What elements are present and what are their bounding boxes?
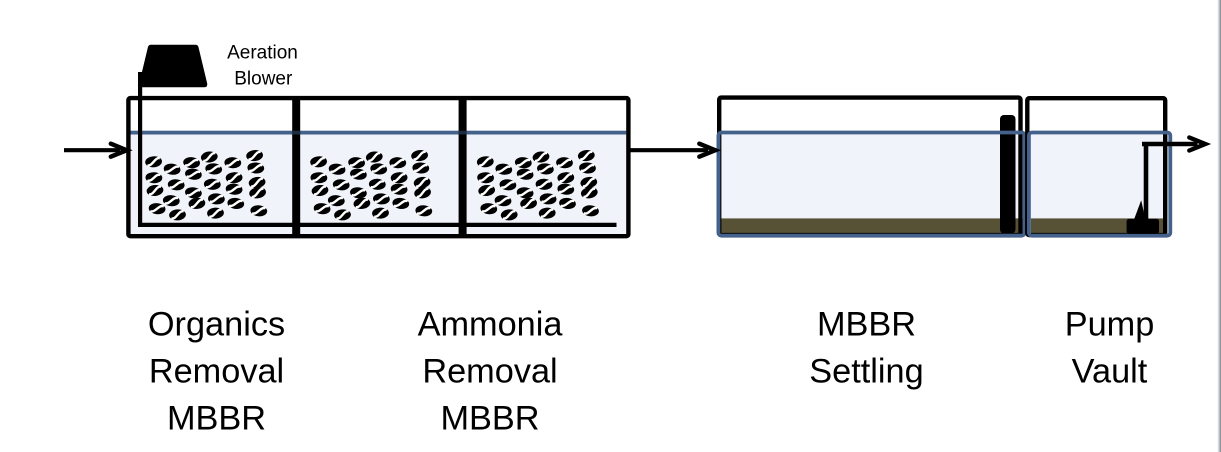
svg-text:MBBR: MBBR xyxy=(817,306,916,344)
svg-text:Pump: Pump xyxy=(1065,306,1155,344)
svg-text:Organics: Organics xyxy=(148,306,285,344)
svg-text:MBBR: MBBR xyxy=(440,400,539,438)
svg-text:Settling: Settling xyxy=(809,353,923,391)
svg-text:MBBR: MBBR xyxy=(167,400,266,438)
svg-text:Vault: Vault xyxy=(1072,353,1148,391)
svg-text:Removal: Removal xyxy=(149,353,284,391)
svg-text:Aeration: Aeration xyxy=(227,43,298,64)
svg-text:Removal: Removal xyxy=(422,353,557,391)
svg-text:Blower: Blower xyxy=(234,68,293,89)
svg-text:Ammonia: Ammonia xyxy=(418,306,564,344)
